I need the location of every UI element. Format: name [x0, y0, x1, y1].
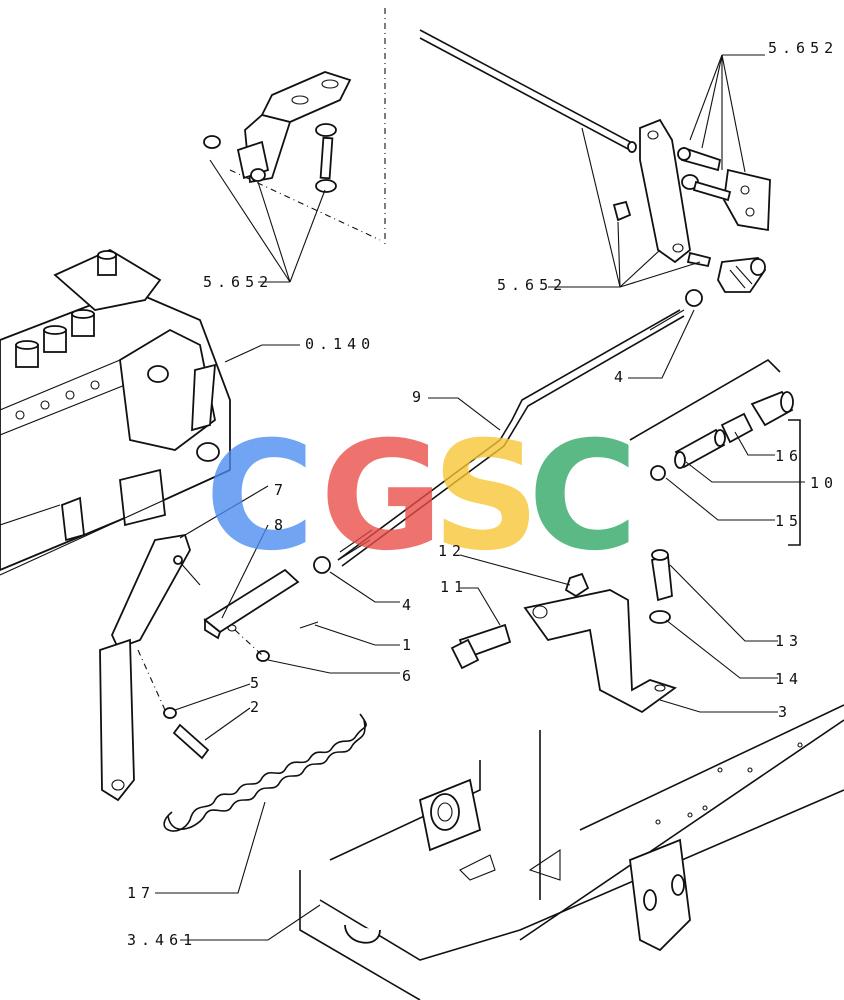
injection-pump-assembly — [0, 248, 231, 576]
callout-14: 14 — [775, 670, 803, 688]
lower-bracket — [450, 549, 677, 714]
watermark-letter-c2: C — [528, 410, 638, 584]
callout-7: 7 — [274, 481, 283, 499]
callout-ref-5652-left: 5.652 — [203, 273, 273, 291]
callout-2: 2 — [250, 698, 259, 716]
link-rod — [337, 289, 703, 567]
watermark-letter-g: G — [320, 410, 443, 584]
callout-ref-5652-top-right: 5.652 — [768, 39, 838, 57]
callout-ref-3461: 3.461 — [127, 931, 197, 949]
callout-5: 5 — [250, 674, 259, 692]
callout-16: 16 — [775, 447, 803, 465]
upper-rod-lever — [419, 29, 771, 293]
callout-15: 15 — [775, 512, 803, 530]
callout-4-lower: 4 — [402, 596, 411, 614]
return-spring — [163, 713, 367, 832]
spring-cartridge — [629, 358, 801, 546]
callout-1: 1 — [402, 636, 411, 654]
watermark-letter-s: S — [432, 410, 540, 584]
callout-10: 10 — [810, 474, 838, 492]
callout-11: 11 — [440, 578, 468, 596]
callout-labels: 5.652 5.652 5.652 0.140 3.461 9 4 7 8 12… — [127, 39, 838, 949]
callout-4-upper: 4 — [614, 368, 623, 386]
callout-8: 8 — [274, 516, 283, 534]
throttle-lever — [99, 533, 331, 802]
callout-9: 9 — [412, 388, 421, 406]
callout-6: 6 — [402, 667, 411, 685]
callout-17: 17 — [127, 884, 155, 902]
callout-12: 12 — [438, 542, 466, 560]
callout-13: 13 — [775, 632, 803, 650]
callout-ref-5652-mid: 5.652 — [497, 276, 567, 294]
upper-left-bracket — [203, 8, 386, 245]
watermark-letter-c1: C — [205, 410, 315, 584]
callout-3: 3 — [778, 703, 787, 721]
chassis-frame — [299, 704, 844, 1000]
callout-ref-0140: 0.140 — [305, 335, 375, 353]
cgsc-watermark: C G S C — [205, 410, 638, 584]
leader-lines — [155, 54, 805, 941]
